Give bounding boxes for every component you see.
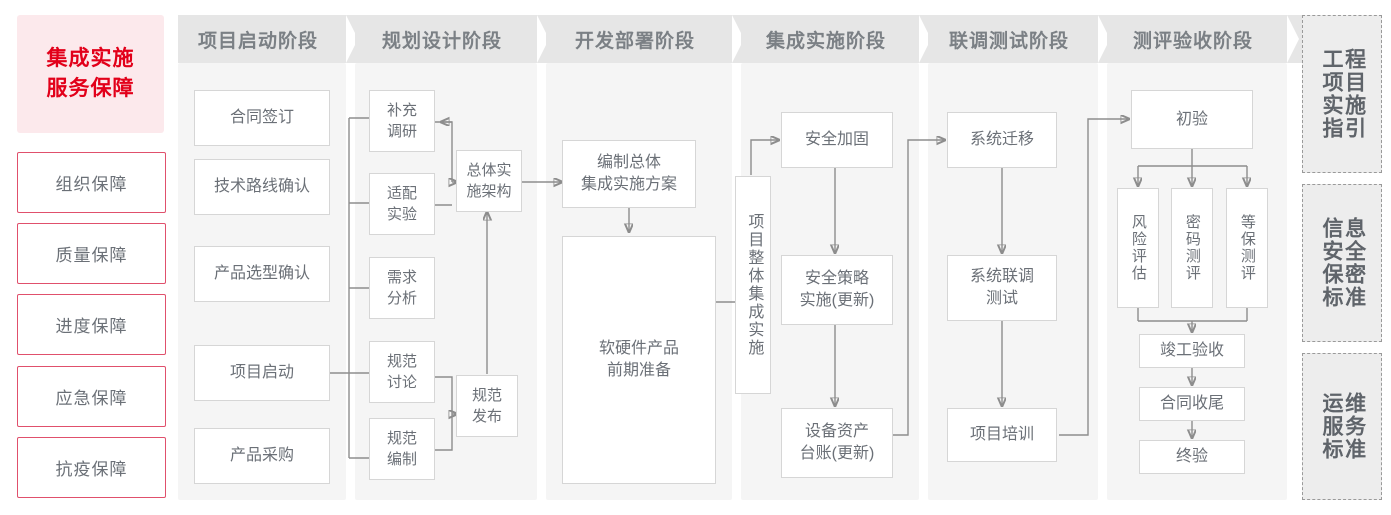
hero-title-text: 集成实施 服务保障 [47, 44, 135, 104]
node-p4-0[interactable]: 安全加固 [781, 112, 893, 168]
node-label: 总体实施架构 [466, 162, 512, 200]
phase-header-label: 项目启动阶段 [197, 30, 318, 52]
phase-header-label: 集成实施阶段 [765, 30, 886, 52]
node-p2-6[interactable]: 规范发布 [456, 375, 518, 437]
hero-title-line2: 服务保障 [46, 77, 135, 100]
node-label: 项目培训 [969, 426, 1034, 443]
node-label: 产品选型确认 [213, 265, 310, 282]
node-p5-1[interactable]: 系统联调测试 [947, 255, 1057, 321]
node-label: 安全策略实施(更新) [799, 270, 875, 309]
node-label: 密码测评 [1183, 214, 1201, 282]
node-p2-0[interactable]: 补充调研 [369, 90, 435, 152]
guarantee-label: 质量保障 [55, 246, 128, 265]
hero-title-card: 集成实施 服务保障 [17, 15, 164, 133]
node-p6-5[interactable]: 合同收尾 [1139, 387, 1245, 421]
node-label: 需求分析 [386, 269, 417, 307]
node-p2-3[interactable]: 规范讨论 [369, 341, 435, 403]
phase-header-1[interactable]: 规划设计阶段 [355, 15, 537, 63]
node-label: 安全加固 [804, 131, 869, 148]
standard-text-col-left: 运服标 [1320, 392, 1343, 461]
guarantee-item-3[interactable]: 应急保障 [17, 366, 166, 427]
node-p5-2[interactable]: 项目培训 [947, 408, 1057, 462]
node-p1-1[interactable]: 技术路线确认 [194, 159, 330, 215]
node-label: 合同签订 [229, 109, 294, 126]
node-p5-0[interactable]: 系统迁移 [947, 112, 1057, 168]
standard-panel-0[interactable]: 程目施引 工项实指 [1302, 15, 1382, 173]
node-p4-2[interactable]: 设备资产台账(更新) [781, 408, 893, 478]
standard-text-col-right: 程目施引 [1342, 48, 1366, 140]
node-p2-5[interactable]: 总体实施架构 [456, 150, 522, 212]
node-label: 系统迁移 [969, 131, 1034, 148]
node-label: 产品采购 [229, 447, 294, 464]
standard-text-col-right: 维务准 [1342, 392, 1366, 461]
node-label: 项目整体集成实施 [745, 213, 763, 357]
node-p3-0[interactable]: 编制总体集成实施方案 [562, 140, 696, 208]
guarantee-item-4[interactable]: 抗疫保障 [17, 437, 166, 498]
node-p6-4[interactable]: 竣工验收 [1139, 334, 1245, 368]
node-label: 初验 [1175, 110, 1208, 128]
phase-header-0[interactable]: 项目启动阶段 [178, 15, 346, 63]
node-p1-2[interactable]: 产品选型确认 [194, 246, 330, 302]
hero-title-line1: 集成实施 [46, 47, 135, 70]
guarantee-item-0[interactable]: 组织保障 [17, 152, 166, 213]
node-label: 补充调研 [386, 102, 417, 140]
node-label: 适配实验 [386, 185, 417, 223]
guarantee-label: 抗疫保障 [55, 460, 128, 479]
phase-header-2[interactable]: 开发部署阶段 [546, 15, 732, 63]
node-label: 竣工验收 [1159, 342, 1224, 359]
node-bridge-integration[interactable]: 项目整体集成实施 [735, 176, 771, 394]
node-label: 规范编制 [386, 430, 417, 468]
guarantee-item-1[interactable]: 质量保障 [17, 223, 166, 284]
node-p1-3[interactable]: 项目启动 [194, 345, 330, 401]
node-p6-1[interactable]: 风险评估 [1117, 188, 1159, 308]
standard-text-col-left: 工项实指 [1320, 48, 1343, 140]
node-p2-2[interactable]: 需求分析 [369, 257, 435, 319]
phase-header-label: 联调测试阶段 [948, 30, 1069, 52]
node-label: 等保测评 [1238, 214, 1256, 282]
node-label: 编制总体集成实施方案 [580, 154, 677, 193]
node-label: 风险评估 [1129, 214, 1147, 282]
node-p4-1[interactable]: 安全策略实施(更新) [781, 255, 893, 325]
node-label: 规范发布 [471, 387, 502, 425]
guarantee-label: 组织保障 [55, 175, 128, 194]
phase-header-label: 开发部署阶段 [574, 30, 695, 52]
standard-panel-text: 息全密准 信安保标 [1319, 217, 1366, 309]
node-label: 合同收尾 [1159, 395, 1224, 412]
standard-text-col-right: 息全密准 [1342, 217, 1366, 309]
node-label: 系统联调测试 [969, 268, 1034, 307]
standard-text-col-left: 信安保标 [1320, 217, 1343, 309]
phase-header-4[interactable]: 联调测试阶段 [928, 15, 1098, 63]
node-p3-1[interactable]: 软硬件产品前期准备 [562, 236, 716, 484]
node-p1-0[interactable]: 合同签订 [194, 90, 330, 146]
standard-panel-text: 维务准 运服标 [1319, 392, 1366, 461]
node-p2-4[interactable]: 规范编制 [369, 418, 435, 480]
guarantee-label: 应急保障 [55, 389, 128, 408]
standard-panel-text: 程目施引 工项实指 [1319, 48, 1366, 140]
node-label: 设备资产台账(更新) [799, 423, 875, 462]
node-label: 技术路线确认 [213, 178, 310, 195]
node-p6-3[interactable]: 等保测评 [1226, 188, 1268, 308]
node-p2-1[interactable]: 适配实验 [369, 173, 435, 235]
standard-panel-1[interactable]: 息全密准 信安保标 [1302, 184, 1382, 342]
node-label: 软硬件产品前期准备 [598, 340, 679, 379]
node-label: 终验 [1175, 448, 1208, 465]
guarantee-item-2[interactable]: 进度保障 [17, 294, 166, 355]
standard-panel-2[interactable]: 维务准 运服标 [1302, 353, 1382, 500]
node-label: 规范讨论 [386, 353, 417, 391]
guarantee-label: 进度保障 [55, 317, 128, 336]
node-label: 项目启动 [229, 364, 294, 381]
phase-header-5[interactable]: 测评验收阶段 [1107, 15, 1287, 63]
node-p6-6[interactable]: 终验 [1139, 440, 1245, 474]
phase-header-label: 规划设计阶段 [381, 30, 502, 52]
node-p6-2[interactable]: 密码测评 [1171, 188, 1213, 308]
node-p1-4[interactable]: 产品采购 [194, 428, 330, 484]
phase-header-3[interactable]: 集成实施阶段 [741, 15, 919, 63]
node-p6-0[interactable]: 初验 [1131, 90, 1253, 149]
phase-header-label: 测评验收阶段 [1132, 30, 1253, 52]
